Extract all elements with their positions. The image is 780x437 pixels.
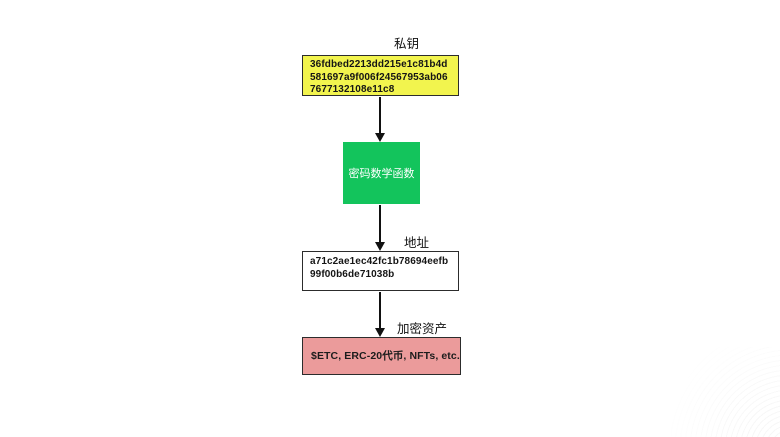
halftone-watermark (650, 347, 780, 437)
address-value: a71c2ae1ec42fc1b78694eefb99f00b6de71038b (310, 256, 449, 280)
private-key-box: 36fdbed2213dd215e1c81b4d581697a9f006f245… (302, 55, 459, 96)
crypto-function-box: 密码数学函数 (343, 142, 420, 204)
crypto-assets-box: $ETC, ERC-20代币, NFTs, etc. (302, 337, 461, 375)
arrow-down-icon (375, 97, 385, 142)
crypto-assets-value: $ETC, ERC-20代币, NFTs, etc. (311, 349, 460, 362)
private-key-value: 36fdbed2213dd215e1c81b4d581697a9f006f245… (310, 59, 448, 95)
private-key-label: 私钥 (394, 37, 420, 51)
address-label: 地址 (404, 236, 430, 250)
arrow-down-icon (375, 205, 385, 251)
crypto-function-label: 密码数学函数 (348, 168, 415, 180)
address-box: a71c2ae1ec42fc1b78694eefb99f00b6de71038b (302, 251, 459, 291)
arrow-down-icon (375, 292, 385, 337)
crypto-assets-label: 加密资产 (397, 322, 448, 336)
